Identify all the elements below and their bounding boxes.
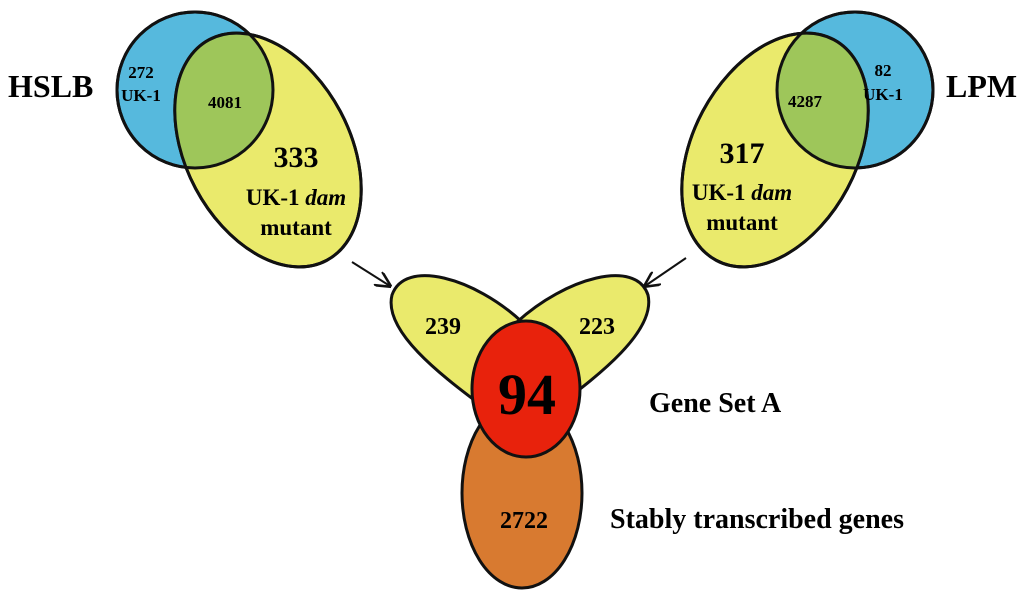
right-only-count: 223 (579, 314, 615, 340)
lpm-venn: LPM 82 UK-1 4287 317 UK-1 dam mutant (680, 10, 1017, 269)
lpm-mutant-label-2: mutant (706, 210, 778, 235)
stable-genes-label: Stably transcribed genes (610, 504, 904, 535)
arrow-right (645, 257, 687, 286)
hslb-overlap-count: 4081 (208, 93, 242, 112)
lpm-title: LPM (946, 68, 1017, 104)
hslb-mutant-label-2: mutant (260, 215, 332, 240)
hslb-venn: HSLB 272 UK-1 4081 333 UK-1 dam mutant (8, 10, 363, 269)
lpm-overlap-count: 4287 (788, 92, 823, 111)
lpm-wt-label: UK-1 (863, 85, 903, 104)
gene-set-a-label: Gene Set A (649, 388, 782, 419)
lpm-overlap-region (777, 33, 869, 168)
gene-set-venn: 239 223 94 Gene Set A 2722 Stably transc… (389, 274, 904, 590)
stable-genes-count: 2722 (500, 508, 548, 534)
hslb-mutant-count: 333 (274, 141, 319, 174)
hslb-wt-label: UK-1 (121, 86, 161, 105)
lpm-wt-count: 82 (875, 61, 892, 80)
hslb-title: HSLB (8, 68, 93, 104)
gene-set-a-circle (470, 319, 582, 459)
left-only-count: 239 (425, 314, 461, 340)
arrow-left (351, 261, 390, 286)
gene-set-a-count: 94 (498, 362, 556, 427)
lpm-mutant-label: UK-1 dam (692, 180, 792, 205)
hslb-wt-count: 272 (128, 63, 154, 82)
hslb-mutant-label: UK-1 dam (246, 185, 346, 210)
lpm-mutant-count: 317 (720, 137, 765, 170)
